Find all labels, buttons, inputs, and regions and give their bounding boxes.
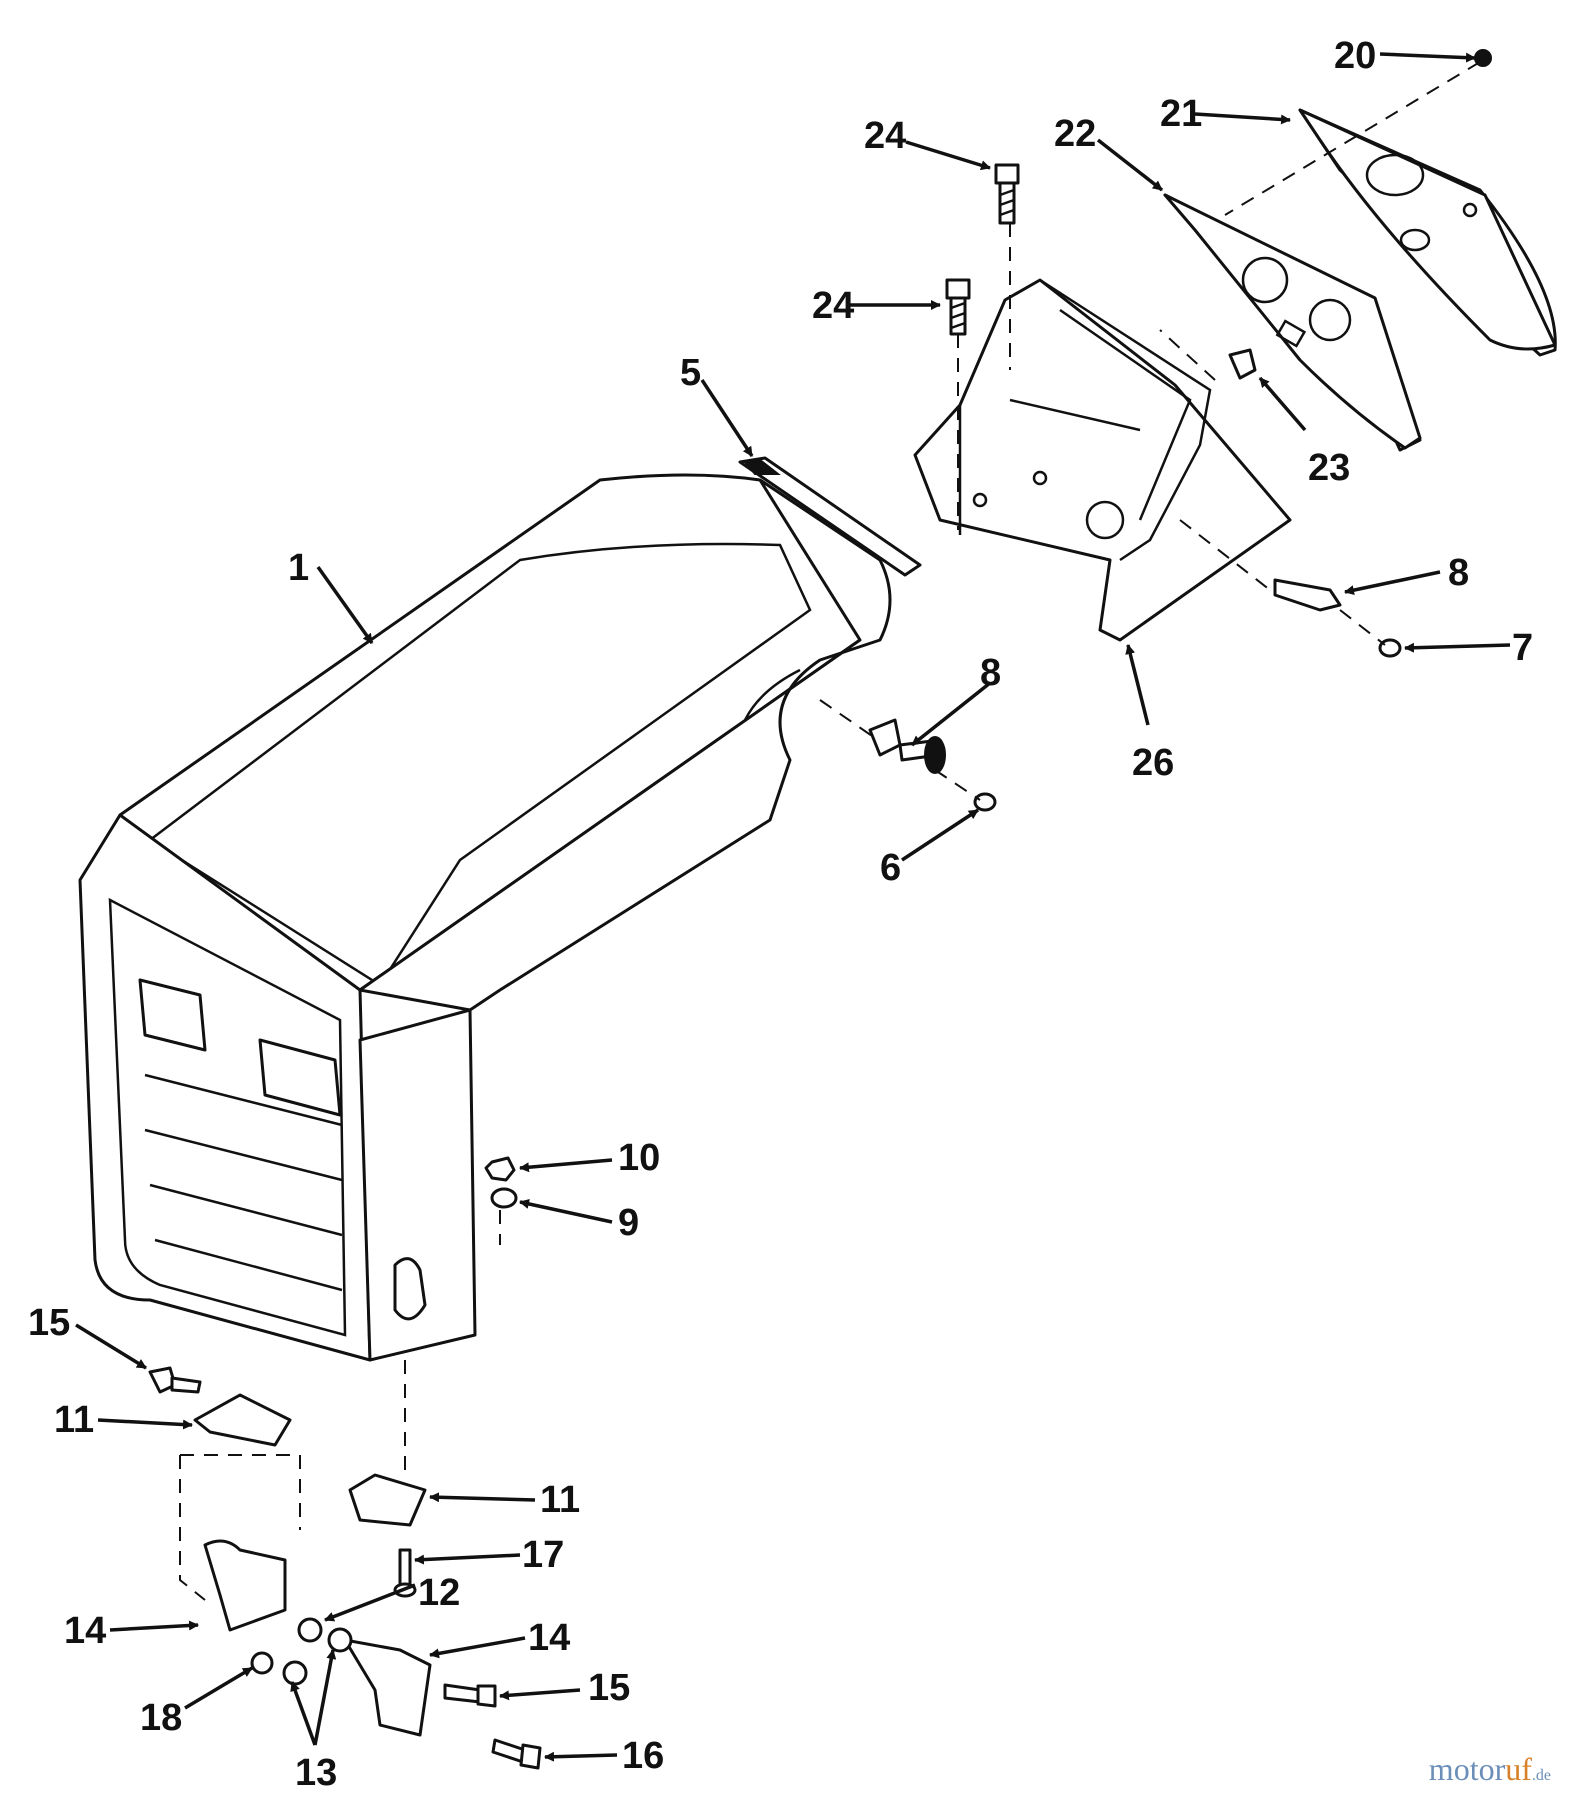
dash-panel <box>913 278 1292 642</box>
nut-icon <box>250 1651 274 1675</box>
callout-24: 24 <box>864 115 906 157</box>
callout-8b: 8 <box>980 652 1001 694</box>
callout-14: 14 <box>64 1610 106 1652</box>
nut-icon <box>327 1627 353 1653</box>
callout-labels: 20 21 22 24 24 23 5 8 7 26 1 8 6 10 9 15… <box>28 35 1533 1794</box>
bolt-icon <box>994 163 1020 225</box>
hood <box>78 473 892 1362</box>
callout-15: 15 <box>28 1302 70 1344</box>
clip-icon <box>1228 348 1257 380</box>
nut-icon <box>484 1156 516 1182</box>
washer-icon <box>490 1187 518 1209</box>
callout-16: 16 <box>622 1735 664 1777</box>
brand-accent: uf <box>1505 1751 1532 1787</box>
callout-22: 22 <box>1054 113 1096 155</box>
hood-latch-icon <box>393 1257 427 1321</box>
callout-10: 10 <box>618 1137 660 1179</box>
brand-main: motor <box>1428 1751 1506 1787</box>
callout-17: 17 <box>522 1534 564 1576</box>
arm-bracket-icon <box>343 1638 432 1737</box>
callout-5: 5 <box>680 352 701 394</box>
brand-watermark: motoruf.de <box>1429 1751 1551 1788</box>
nut-icon <box>282 1660 308 1686</box>
latch-icon <box>1273 578 1342 612</box>
callout-8: 8 <box>1448 552 1469 594</box>
bolt-icon <box>443 1683 482 1704</box>
leader-arrows <box>75 52 1511 1762</box>
callout-12: 12 <box>418 1572 460 1614</box>
nut-icon <box>297 1617 323 1643</box>
callout-20: 20 <box>1334 35 1376 77</box>
callout-13: 13 <box>295 1752 337 1794</box>
callout-15b: 15 <box>588 1667 630 1709</box>
callout-14b: 14 <box>528 1617 570 1659</box>
bracket-icon <box>348 1473 427 1527</box>
headlight-right-icon <box>258 1038 342 1117</box>
callout-1: 1 <box>288 547 309 589</box>
bracket-icon <box>193 1393 292 1447</box>
callout-21: 21 <box>1160 93 1202 135</box>
callout-24b: 24 <box>812 285 854 327</box>
callout-18: 18 <box>140 1697 182 1739</box>
callout-9: 9 <box>618 1202 639 1244</box>
pin-icon <box>973 792 997 812</box>
headlight-left-icon <box>138 978 207 1052</box>
brand-tld: .de <box>1531 1767 1551 1784</box>
callout-7: 7 <box>1512 627 1533 669</box>
spring-latch-icon <box>868 718 946 774</box>
callout-23: 23 <box>1308 447 1350 489</box>
bolt-icon <box>945 278 971 336</box>
callout-6: 6 <box>880 847 901 889</box>
instrument-plate-21 <box>1298 108 1557 357</box>
assembly-lines <box>179 61 1481 1601</box>
emblem-strip <box>738 456 922 577</box>
arm-bracket-icon <box>203 1539 287 1632</box>
callout-11: 11 <box>54 1399 94 1441</box>
instrument-plate-22 <box>1163 193 1422 452</box>
callout-11b: 11 <box>540 1479 580 1521</box>
callout-26: 26 <box>1132 742 1174 784</box>
